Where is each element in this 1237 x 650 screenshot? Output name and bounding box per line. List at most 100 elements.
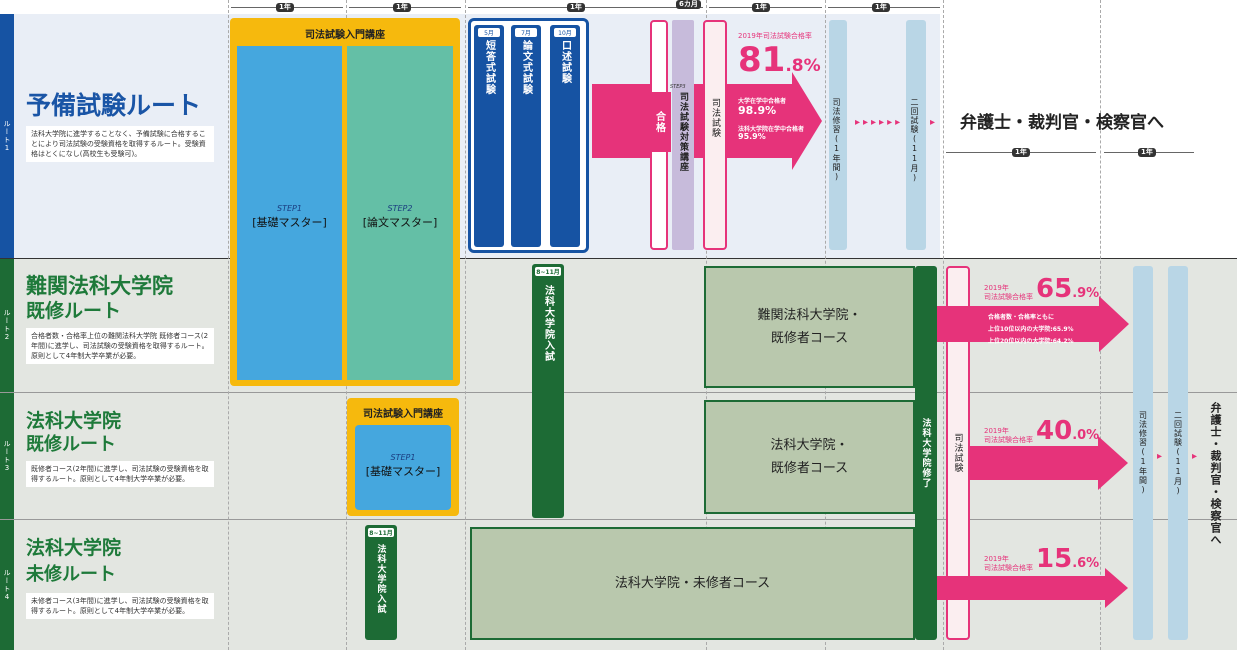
route2-course: 難関法科大学院・既修者コース xyxy=(704,266,915,388)
exam-name: 論文式試験 xyxy=(520,40,532,95)
intro-course-title: 司法試験入門講座 xyxy=(305,30,385,41)
route3-description: 既修者コース(2年間)に進学し、司法試験の受験資格を取得するルート。原則として4… xyxy=(26,461,214,487)
rate-small: .0% xyxy=(1072,428,1100,443)
course-line: 法科大学院・未修者コース xyxy=(614,576,771,591)
route1-sub2-value: 95.9% xyxy=(738,132,766,141)
route1-chevron: ▸ xyxy=(930,117,936,128)
course-line: 難関法科大学院・ xyxy=(757,308,862,323)
route3-band: ルート3 xyxy=(0,393,14,519)
route1-chevrons: ▸▸▸▸▸▸ xyxy=(855,117,904,128)
step3-block xyxy=(672,20,694,250)
route4-course: 法科大学院・未修者コース xyxy=(470,527,915,640)
entrance-month: 8~11月 xyxy=(368,528,394,537)
rate-big: 65 xyxy=(1036,274,1073,304)
route2-title-line2: 既修ルート xyxy=(26,300,122,322)
rate-big: 40 xyxy=(1036,416,1073,446)
route1-rate: 81.8% xyxy=(738,40,821,80)
step3-name: 司法試験対策講座 xyxy=(678,92,688,172)
exam-month: 5月 xyxy=(478,28,500,37)
pass-label: 合格 xyxy=(647,92,671,152)
route3-arrow xyxy=(970,436,1128,490)
route1-second-exam-label: 二回試験(11月) xyxy=(910,98,919,183)
route1-row-right xyxy=(940,14,1237,258)
graduation-label: 法科大学院修了 xyxy=(920,418,931,488)
duration-badge: 1年 xyxy=(1012,148,1030,157)
rate-small: .9% xyxy=(1072,286,1100,301)
route3-step1-block xyxy=(355,425,451,510)
shared-bar-exam-label: 司法試験 xyxy=(952,433,963,473)
entrance-label: 法科大学院入試 xyxy=(542,285,554,362)
duration-badge: 1年 xyxy=(1138,148,1156,157)
exam-short-answer: 5月 短答式試験 xyxy=(474,25,504,247)
entrance-month: 8~11月 xyxy=(535,267,561,276)
route3-title-line2: 既修ルート xyxy=(26,434,116,455)
route1-band: ルート1 xyxy=(0,14,14,258)
route1-training-pill xyxy=(829,20,847,250)
bar-exam-label: 司法試験 xyxy=(710,98,720,138)
route1-rate-caption: 2019年司法試験合格率 xyxy=(738,32,812,40)
route2-rate-year: 2019年 xyxy=(984,284,1009,292)
route4-entrance: 8~11月 法科大学院入試 xyxy=(365,525,397,640)
route1-sub1-value: 98.9% xyxy=(738,104,777,117)
bar-exam-box xyxy=(703,20,727,250)
route2-note1: 合格者数・合格率ともに xyxy=(988,314,1055,321)
route2-entrance: 8~11月 法科大学院入試 xyxy=(532,264,564,518)
route2-rate-caption: 司法試験合格率 xyxy=(984,293,1033,301)
duration-badge: 6カ月 xyxy=(676,0,701,9)
step1-name: [基礎マスター] xyxy=(252,216,327,229)
step1-block xyxy=(237,46,342,380)
shared-chevron: ▸ xyxy=(1157,451,1163,462)
route1-second-exam-pill xyxy=(906,20,926,250)
route4-description: 未修者コース(3年間)に進学し、司法試験の受験資格を取得するルート。原則として4… xyxy=(26,593,214,619)
shared-second-exam-label: 二回試験(11月) xyxy=(1173,410,1183,496)
route2-description: 合格者数・合格率上位の難関法科大学院 既修者コース(2年間)に進学し、司法試験の… xyxy=(26,328,214,364)
route3-rate: 40.0% xyxy=(1036,416,1099,446)
shared-goal: 弁護士・裁判官・検察官へ xyxy=(1209,402,1222,546)
route4-title-line1: 法科大学院 xyxy=(26,537,122,559)
route4-rate-year: 2019年 xyxy=(984,555,1009,563)
route3-intro-title: 司法試験入門講座 xyxy=(363,409,443,420)
shared-training-pill: 司法修習(1年間) xyxy=(1133,266,1153,640)
shared-second-exam-pill: 二回試験(11月) xyxy=(1168,266,1188,640)
step2-label: STEP2 xyxy=(387,204,413,213)
route2-arrow xyxy=(937,296,1129,352)
rate-big: 81 xyxy=(738,40,786,80)
route1-arrow-left xyxy=(592,84,652,158)
exam-name: 口述試験 xyxy=(559,40,571,84)
step2-block xyxy=(347,46,453,380)
route3-title-line1: 法科大学院 xyxy=(26,410,122,432)
route2-rate: 65.9% xyxy=(1036,274,1099,304)
shared-training-label: 司法修習(1年間) xyxy=(1138,411,1148,495)
route3-rate-caption: 司法試験合格率 xyxy=(984,436,1033,444)
route2-band: ルート2 xyxy=(0,259,14,392)
exam-oral: 10月 口述試験 xyxy=(550,25,580,247)
column-guide xyxy=(228,0,229,650)
exam-name: 短答式試験 xyxy=(483,40,495,95)
duration-badge: 1年 xyxy=(393,3,411,12)
exam-month: 7月 xyxy=(515,28,537,37)
step3-label: STEP3 xyxy=(670,84,686,90)
route2-note2: 上位10位以内の大学院:65.9% xyxy=(988,326,1074,333)
step1-label: STEP1 xyxy=(277,204,302,213)
route4-rate: 15.6% xyxy=(1036,544,1099,574)
route3-step1-label: STEP1 xyxy=(390,453,416,462)
route1-description: 法科大学院に進学することなく、予備試験に合格することにより司法試験の受験資格を取… xyxy=(26,126,214,162)
duration-badge: 1年 xyxy=(872,3,890,12)
route4-title-line2: 未修ルート xyxy=(26,564,116,585)
graduation-bar: 法科大学院修了 xyxy=(915,266,937,640)
course-line: 既修者コース xyxy=(770,461,849,476)
route4-rate-caption: 司法試験合格率 xyxy=(984,564,1033,572)
route1-training-label: 司法修習(1年間) xyxy=(832,98,841,182)
course-line: 法科大学院・ xyxy=(770,438,849,453)
route1-sub1-label: 大学在学中合格者 xyxy=(738,98,787,105)
duration-badge: 1年 xyxy=(752,3,770,12)
rate-big: 15 xyxy=(1036,544,1073,574)
route3-rate-year: 2019年 xyxy=(984,427,1009,435)
route1-title: 予備試験ルート xyxy=(26,91,202,120)
course-line: 既修者コース xyxy=(770,331,849,346)
step2-name: [論文マスター] xyxy=(362,216,438,229)
route3-course: 法科大学院・既修者コース xyxy=(704,400,915,514)
duration-badge: 1年 xyxy=(276,3,294,12)
row-divider xyxy=(0,519,1237,520)
